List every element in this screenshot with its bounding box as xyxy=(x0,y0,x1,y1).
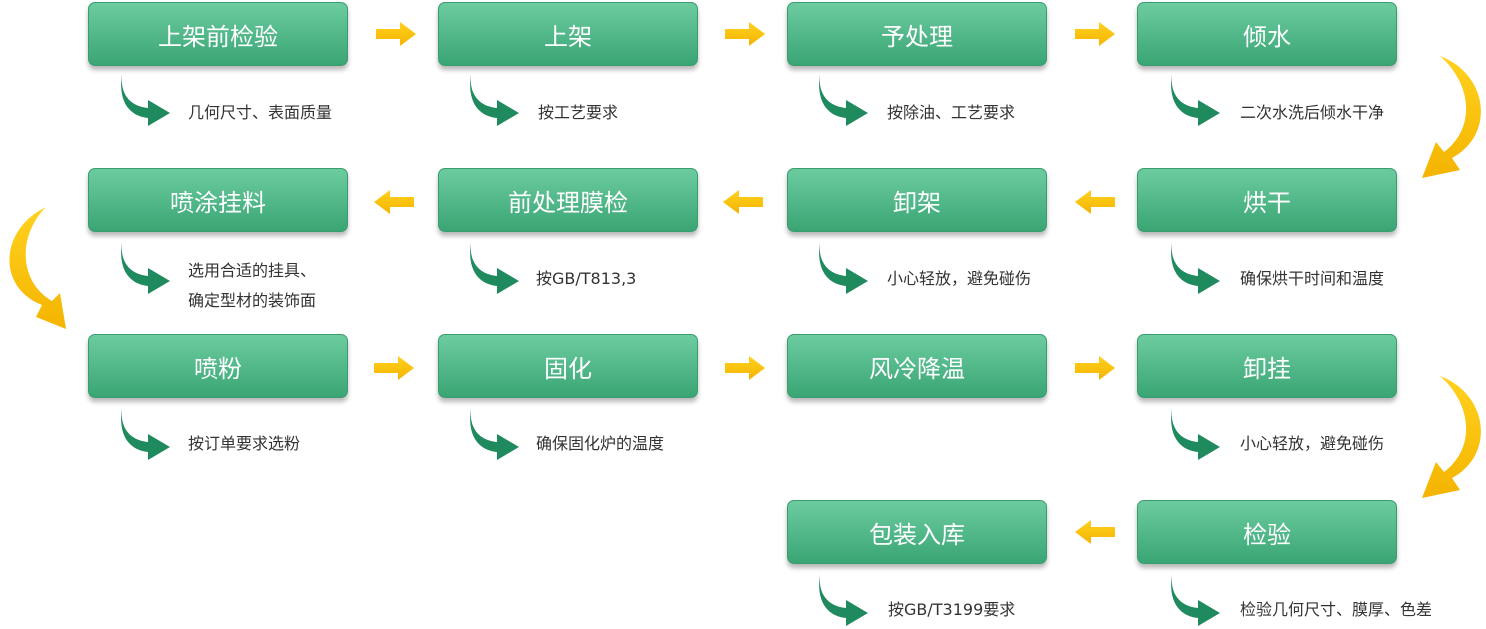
step-box-jianyan: 检验 xyxy=(1137,500,1397,564)
flow-arrow-left-icon xyxy=(1075,190,1115,214)
step-title: 卸挂 xyxy=(1243,354,1291,383)
step-note: 小心轻放，避免碰伤 xyxy=(887,269,1032,288)
flow-arrow-right-icon xyxy=(725,22,765,46)
flow-curve-arrow-icon xyxy=(1422,376,1481,498)
note-arrow-icon xyxy=(121,408,170,460)
step-title: 包装入库 xyxy=(869,520,965,549)
flow-curve-arrow-icon xyxy=(9,207,66,329)
step-note: 按工艺要求 xyxy=(538,103,619,122)
step-box-xiejia: 卸架 xyxy=(787,168,1047,232)
step-title: 上架前检验 xyxy=(158,22,278,51)
flow-arrow-right-icon xyxy=(1075,356,1115,380)
flow-arrow-right-icon xyxy=(1075,22,1115,46)
flow-arrow-left-icon xyxy=(1075,520,1115,544)
step-box-shangjia-qian-jianyan: 上架前检验 xyxy=(88,2,348,66)
step-box-fengleng-jiangwen: 风冷降温 xyxy=(787,334,1047,398)
note-arrow-icon xyxy=(470,408,519,460)
step-box-qianchuli-mojian: 前处理膜检 xyxy=(438,168,698,232)
flow-arrow-left-icon xyxy=(374,190,414,214)
note-arrow-icon xyxy=(819,242,868,294)
step-box-shangjia: 上架 xyxy=(438,2,698,66)
step-box-honggan: 烘干 xyxy=(1137,168,1397,232)
note-arrow-icon xyxy=(819,574,868,626)
note-arrow-icon xyxy=(470,242,519,294)
step-note: 小心轻放，避免碰伤 xyxy=(1240,434,1385,453)
note-arrow-icon xyxy=(121,242,170,294)
note-arrow-icon xyxy=(1171,408,1220,460)
step-title: 检验 xyxy=(1243,520,1291,549)
note-arrow-icon xyxy=(121,74,170,126)
step-note: 按GB/T3199要求 xyxy=(888,600,1016,619)
step-title: 喷粉 xyxy=(194,354,242,383)
flow-arrow-left-icon xyxy=(723,190,763,214)
note-arrow-icon xyxy=(819,74,868,126)
step-title: 喷涂挂料 xyxy=(170,188,266,217)
step-note: 几何尺寸、表面质量 xyxy=(188,103,333,122)
step-box-yuchuli: 予处理 xyxy=(787,2,1047,66)
step-box-baozhuang-ruku: 包装入库 xyxy=(787,500,1047,564)
step-title: 倾水 xyxy=(1243,22,1291,51)
step-title: 固化 xyxy=(544,354,592,383)
note-arrow-icon xyxy=(1171,74,1220,126)
step-box-penfen: 喷粉 xyxy=(88,334,348,398)
step-note: 确保固化炉的温度 xyxy=(536,434,665,453)
step-title: 上架 xyxy=(544,22,592,51)
step-box-guhua: 固化 xyxy=(438,334,698,398)
note-arrow-icon xyxy=(470,74,519,126)
step-title: 卸架 xyxy=(893,188,941,217)
flow-arrow-right-icon xyxy=(376,22,416,46)
step-box-qingshui: 倾水 xyxy=(1137,2,1397,66)
step-note: 选用合适的挂具、 确定型材的装饰面 xyxy=(188,261,317,310)
step-title: 风冷降温 xyxy=(869,354,965,383)
flow-arrow-right-icon xyxy=(374,356,414,380)
step-box-penqu-gualiao: 喷涂挂料 xyxy=(88,168,348,232)
step-note: 按GB/T813,3 xyxy=(536,269,637,288)
flow-curve-arrow-icon xyxy=(1422,56,1481,178)
step-title: 予处理 xyxy=(881,22,953,51)
step-note: 按除油、工艺要求 xyxy=(887,103,1016,122)
step-title: 烘干 xyxy=(1243,188,1291,217)
step-note: 检验几何尺寸、膜厚、色差 xyxy=(1240,600,1433,619)
note-arrow-icon xyxy=(1171,574,1220,626)
step-title: 前处理膜检 xyxy=(508,188,628,217)
step-note: 二次水洗后倾水干净 xyxy=(1240,103,1385,122)
flow-arrow-right-icon xyxy=(725,356,765,380)
step-note: 按订单要求选粉 xyxy=(188,434,301,453)
note-arrow-icon xyxy=(1171,242,1220,294)
step-box-xiegua: 卸挂 xyxy=(1137,334,1397,398)
step-note: 确保烘干时间和温度 xyxy=(1240,269,1385,288)
